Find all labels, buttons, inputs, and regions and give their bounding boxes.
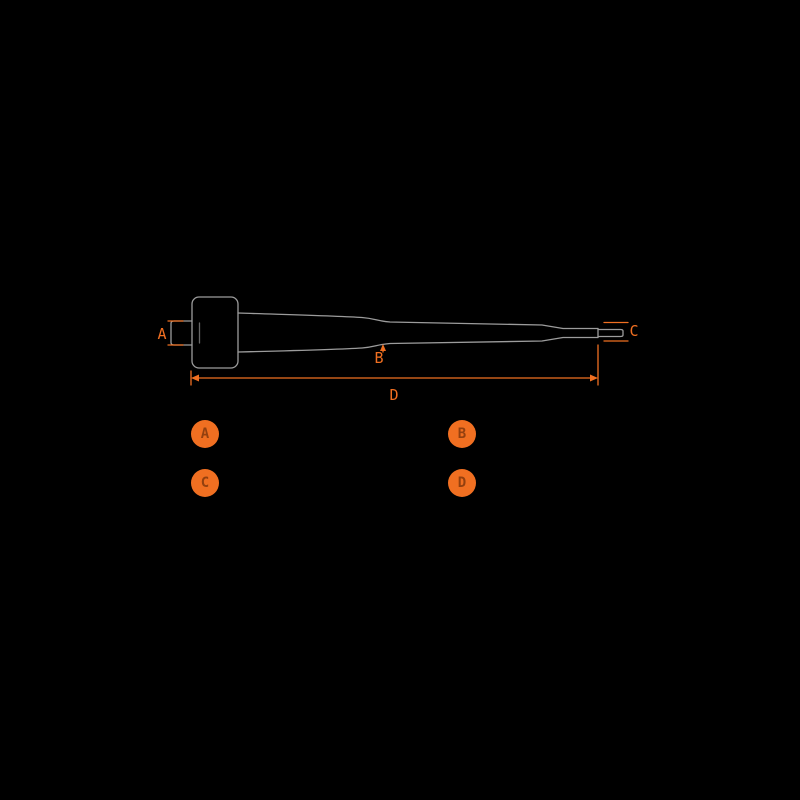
- dimension-c: C: [603, 321, 639, 342]
- dimension-b-arrowhead: [380, 344, 386, 351]
- dimension-a-ticks: [167, 320, 184, 346]
- dimension-d-label: D: [389, 386, 398, 404]
- dimension-b: B: [374, 344, 386, 367]
- dimension-d-arrow-left: [191, 374, 199, 382]
- dimension-c-ticks: [603, 321, 629, 342]
- part-head: [191, 296, 239, 369]
- part-outline: [170, 296, 624, 369]
- dimension-annotations: A B C D: [157, 320, 639, 404]
- dimension-a-label: A: [157, 325, 166, 343]
- part-stub: [170, 320, 193, 346]
- dimension-d-arrow-right: [590, 374, 598, 382]
- dimension-c-label: C: [629, 322, 638, 340]
- dimension-b-label: B: [374, 349, 383, 367]
- part-body-top: [237, 312, 599, 330]
- dimension-d: D: [190, 344, 599, 404]
- part-pilot: [597, 328, 624, 338]
- part-body-bottom: [237, 336, 599, 353]
- dimension-a: A: [157, 320, 184, 346]
